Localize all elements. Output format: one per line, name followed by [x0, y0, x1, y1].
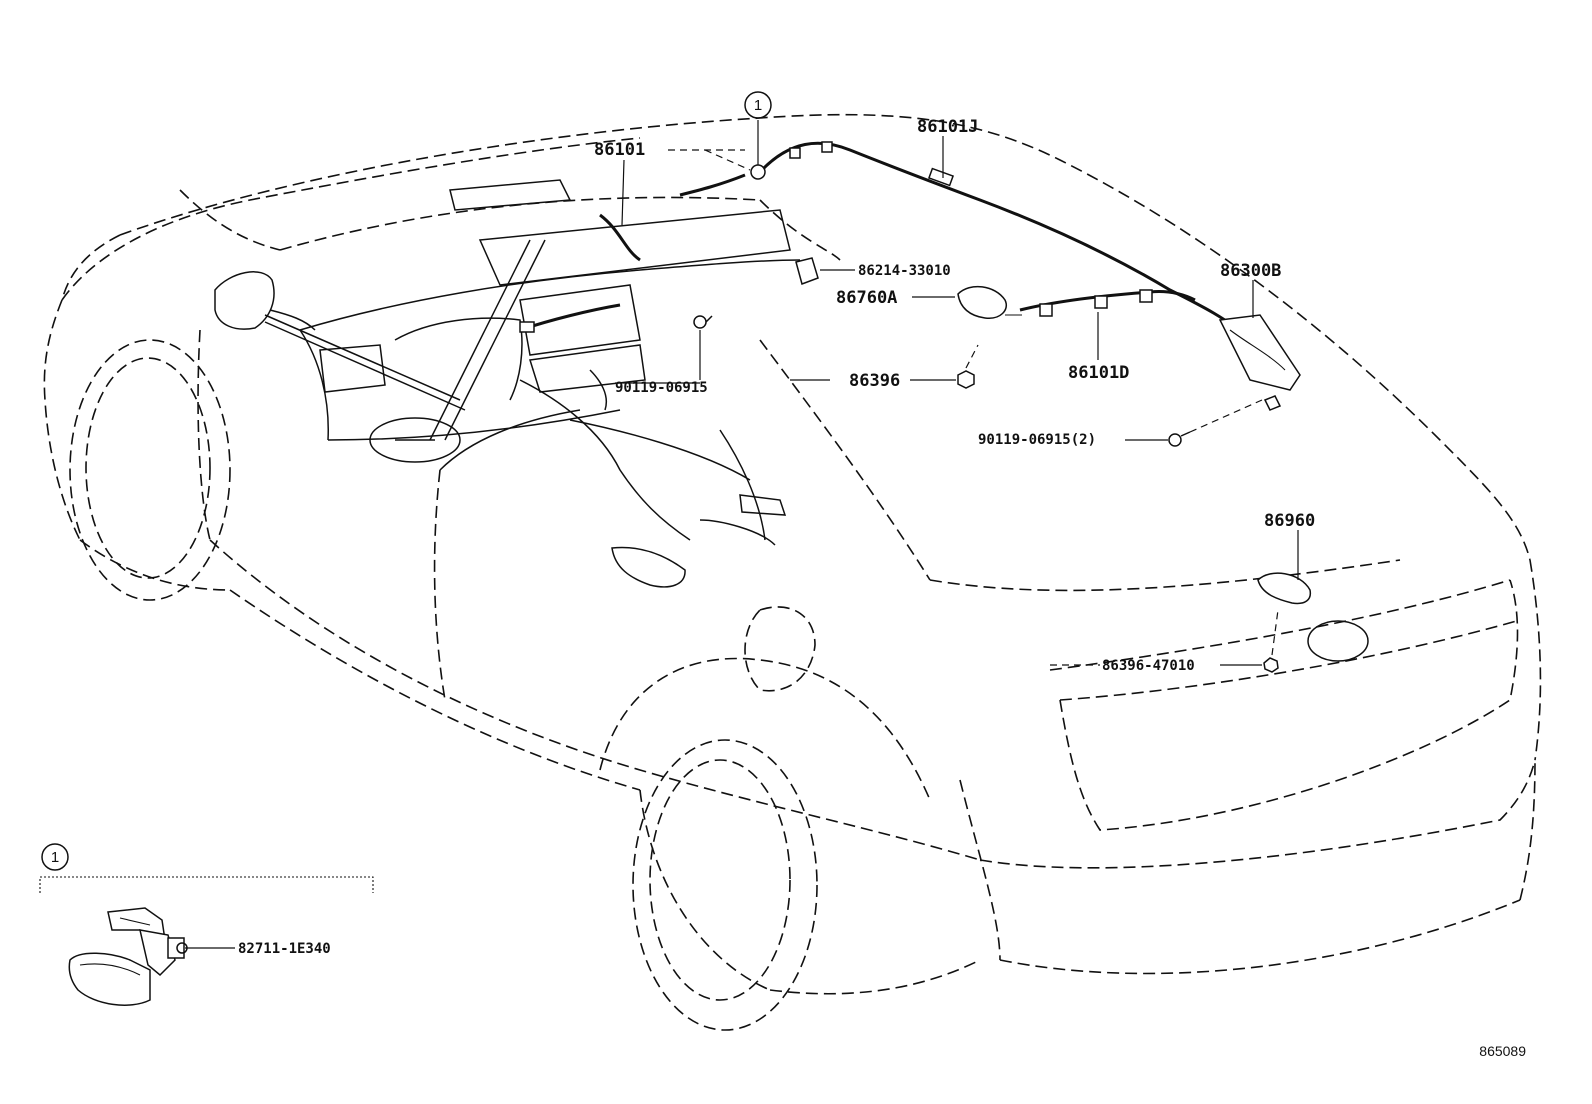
- reference-marker-main: 1: [744, 91, 772, 119]
- clip-ref-1: [750, 164, 766, 180]
- interior-dashboard: [214, 179, 801, 588]
- leader-lines: [185, 120, 1299, 949]
- label-86214-33010: 86214-33010: [858, 263, 951, 279]
- reference-marker-detail-number: 1: [51, 849, 59, 866]
- nut-86396: [957, 370, 975, 389]
- harness-connector: [1039, 303, 1053, 317]
- connector-86214-33010: [795, 257, 819, 285]
- label-82711-1e340: 82711-1E340: [238, 941, 331, 957]
- bolt-90119-06915: [693, 315, 713, 329]
- roof-antenna-86760a: [957, 285, 1007, 319]
- label-86396: 86396: [849, 371, 900, 391]
- label-86101d: 86101D: [1068, 363, 1129, 383]
- clip-82711-1e340: [68, 907, 188, 1006]
- amplifier-86300b: [1218, 314, 1301, 391]
- bolt-90119-06915-2: [1168, 431, 1191, 447]
- label-86960: 86960: [1264, 511, 1315, 531]
- label-90119-06915-2: 90119-06915(2): [978, 432, 1096, 448]
- nut-86396-47010: [1263, 657, 1279, 673]
- detail-inset: 1: [39, 843, 374, 1006]
- harness-connector: [789, 147, 801, 159]
- harness-connector: [821, 141, 833, 153]
- label-86101j: 86101J: [917, 117, 978, 137]
- antenna-86960: [1257, 572, 1312, 605]
- reference-marker-main-number: 1: [754, 97, 762, 114]
- label-86760a: 86760A: [836, 288, 897, 308]
- car-body-outline: [43, 113, 1542, 1031]
- label-90119-06915: 90119-06915: [615, 380, 708, 396]
- roof-wire-harness: [599, 141, 1301, 391]
- callout-labels: 86101 86101J 86214-33010 86760A 86300B 9…: [238, 117, 1315, 957]
- label-86396-47010: 86396-47010: [1102, 658, 1195, 674]
- label-86101: 86101: [594, 140, 645, 160]
- label-86300b: 86300B: [1220, 261, 1281, 281]
- figure-code: 865089: [1479, 1043, 1526, 1059]
- harness-connector: [1139, 289, 1153, 303]
- harness-connector: [1094, 295, 1108, 309]
- dash-connector: [519, 321, 535, 333]
- rear-connector: [1263, 395, 1282, 411]
- parts: [519, 164, 1312, 673]
